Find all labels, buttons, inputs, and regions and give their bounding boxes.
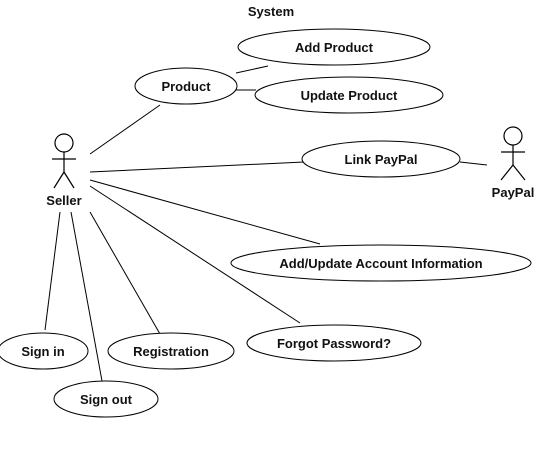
use-case-forgot-password-label: Forgot Password? [277,336,391,351]
use-case-update-product: Update Product [254,76,444,114]
assoc-seller-sign-out [70,211,103,382]
assoc-seller-registration [89,211,161,335]
use-case-sign-out-label: Sign out [80,392,133,407]
assoc-link-paypal-paypal [459,161,488,166]
seller-right-leg [63,171,75,189]
paypal-actor [500,126,526,181]
paypal-head [503,126,523,146]
use-case-forgot-password: Forgot Password? [246,324,422,362]
assoc-seller-forgot-password [89,185,301,324]
associations [44,65,488,382]
assoc-seller-account-info [89,179,321,245]
use-case-registration-label: Registration [133,344,209,359]
use-case-link-paypal-label: Link PayPal [345,152,418,167]
use-case-update-product-label: Update Product [301,88,398,103]
system-title: System [248,4,294,19]
use-case-account-info-label: Add/Update Account Information [279,256,482,271]
assoc-product-add-product [235,65,269,74]
assoc-seller-product [89,104,161,155]
paypal-label: PayPal [492,185,535,200]
use-case-registration: Registration [107,332,235,370]
paypal-left-leg [500,164,514,181]
use-case-link-paypal: Link PayPal [301,140,461,178]
seller-actor [52,133,76,189]
seller-left-leg [53,171,65,189]
use-case-sign-in: Sign in [0,332,89,370]
paypal-right-leg [512,164,526,181]
assoc-seller-sign-in [44,211,61,331]
use-case-account-info: Add/Update Account Information [230,244,532,282]
use-case-sign-in-label: Sign in [21,344,64,359]
seller-label: Seller [46,193,81,208]
use-case-product-label: Product [161,79,211,94]
use-case-add-product: Add Product [237,28,431,66]
use-case-add-product-label: Add Product [295,40,374,55]
seller-head [54,133,74,153]
use-case-sign-out: Sign out [53,380,159,418]
assoc-seller-link-paypal [89,161,305,173]
use-case-product: Product [134,67,238,105]
